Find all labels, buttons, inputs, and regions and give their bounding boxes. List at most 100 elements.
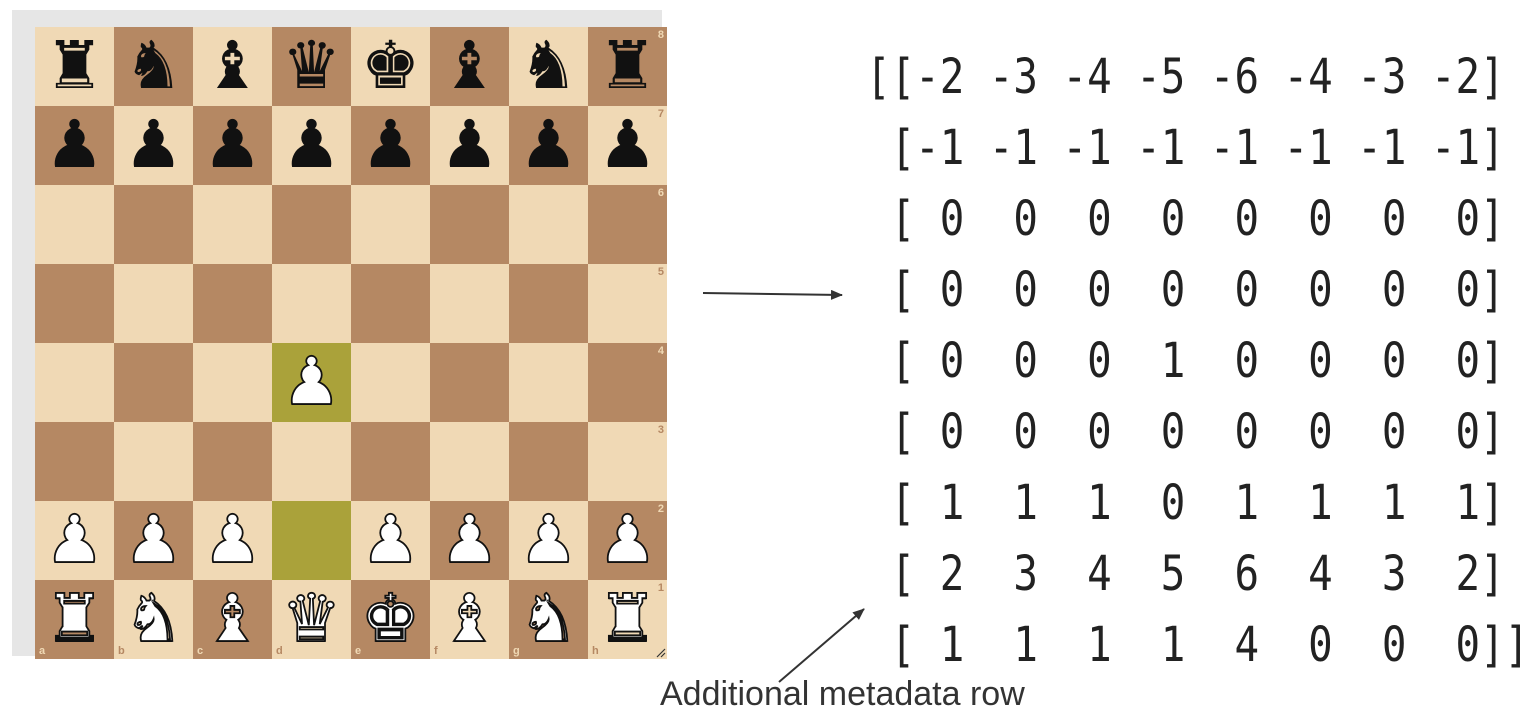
square-b1: ♞b bbox=[114, 580, 193, 659]
black-pawn-icon: ♟ bbox=[597, 105, 658, 183]
black-pawn-icon: ♟ bbox=[518, 105, 579, 183]
white-rook-icon: ♜ bbox=[597, 579, 658, 657]
square-d2 bbox=[272, 501, 351, 580]
white-knight-icon: ♞ bbox=[123, 579, 184, 657]
square-c8: ♝ bbox=[193, 27, 272, 106]
square-g3 bbox=[509, 422, 588, 501]
black-knight-icon: ♞ bbox=[518, 26, 579, 104]
black-pawn-icon: ♟ bbox=[360, 105, 421, 183]
file-label: e bbox=[355, 645, 362, 657]
square-c1: ♝c bbox=[193, 580, 272, 659]
matrix-row: [[-2 -3 -4 -5 -6 -4 -3 -2] bbox=[866, 49, 1505, 105]
black-knight-icon: ♞ bbox=[123, 26, 184, 104]
black-pawn-icon: ♟ bbox=[44, 105, 105, 183]
rank-label: 6 bbox=[657, 187, 664, 199]
rank-label: 4 bbox=[657, 345, 664, 357]
square-f3 bbox=[430, 422, 509, 501]
matrix-row: [ 0 0 0 0 0 0 0 0] bbox=[866, 262, 1505, 318]
square-c7: ♟ bbox=[193, 106, 272, 185]
square-a6 bbox=[35, 185, 114, 264]
black-bishop-icon: ♝ bbox=[202, 26, 263, 104]
square-a8: ♜ bbox=[35, 27, 114, 106]
white-pawn-icon: ♟ bbox=[597, 500, 658, 578]
file-label: h bbox=[592, 645, 599, 657]
square-a2: ♟ bbox=[35, 501, 114, 580]
square-b8: ♞ bbox=[114, 27, 193, 106]
square-h3: 3 bbox=[588, 422, 667, 501]
square-h6: 6 bbox=[588, 185, 667, 264]
square-e7: ♟ bbox=[351, 106, 430, 185]
white-pawn-icon: ♟ bbox=[439, 500, 500, 578]
square-g1: ♞g bbox=[509, 580, 588, 659]
matrix-row: [-1 -1 -1 -1 -1 -1 -1 -1] bbox=[866, 120, 1505, 176]
square-b5 bbox=[114, 264, 193, 343]
white-pawn-icon: ♟ bbox=[518, 500, 579, 578]
square-a3 bbox=[35, 422, 114, 501]
resize-grip-icon[interactable] bbox=[655, 647, 666, 658]
square-e1: ♚e bbox=[351, 580, 430, 659]
square-a7: ♟ bbox=[35, 106, 114, 185]
white-pawn-icon: ♟ bbox=[202, 500, 263, 578]
black-pawn-icon: ♟ bbox=[439, 105, 500, 183]
black-king-icon: ♚ bbox=[360, 26, 421, 104]
rank-label: 8 bbox=[657, 29, 664, 41]
square-c5 bbox=[193, 264, 272, 343]
board-to-matrix-arrow bbox=[702, 289, 843, 300]
square-c3 bbox=[193, 422, 272, 501]
square-h4: 4 bbox=[588, 343, 667, 422]
metadata-row-caption: Additional metadata row bbox=[660, 675, 1025, 713]
square-b7: ♟ bbox=[114, 106, 193, 185]
square-e5 bbox=[351, 264, 430, 343]
square-g7: ♟ bbox=[509, 106, 588, 185]
square-g6 bbox=[509, 185, 588, 264]
black-rook-icon: ♜ bbox=[44, 26, 105, 104]
square-h2: ♟2 bbox=[588, 501, 667, 580]
matrix-row: [ 2 3 4 5 6 4 3 2] bbox=[866, 546, 1505, 602]
board-matrix: [[-2 -3 -4 -5 -6 -4 -3 -2] [-1 -1 -1 -1 … bbox=[866, 42, 1529, 681]
square-h5: 5 bbox=[588, 264, 667, 343]
white-pawn-icon: ♟ bbox=[360, 500, 421, 578]
rank-label: 7 bbox=[657, 108, 664, 120]
square-d5 bbox=[272, 264, 351, 343]
square-d8: ♛ bbox=[272, 27, 351, 106]
black-rook-icon: ♜ bbox=[597, 26, 658, 104]
black-bishop-icon: ♝ bbox=[439, 26, 500, 104]
square-d7: ♟ bbox=[272, 106, 351, 185]
square-e4 bbox=[351, 343, 430, 422]
square-d3 bbox=[272, 422, 351, 501]
square-g5 bbox=[509, 264, 588, 343]
white-knight-icon: ♞ bbox=[518, 579, 579, 657]
square-b6 bbox=[114, 185, 193, 264]
square-f6 bbox=[430, 185, 509, 264]
square-e3 bbox=[351, 422, 430, 501]
square-a5 bbox=[35, 264, 114, 343]
square-d4: ♟ bbox=[272, 343, 351, 422]
square-c4 bbox=[193, 343, 272, 422]
square-e8: ♚ bbox=[351, 27, 430, 106]
square-f1: ♝f bbox=[430, 580, 509, 659]
matrix-row: [ 0 0 0 1 0 0 0 0] bbox=[866, 333, 1505, 389]
rank-label: 5 bbox=[657, 266, 664, 278]
square-g4 bbox=[509, 343, 588, 422]
white-pawn-icon: ♟ bbox=[44, 500, 105, 578]
square-e2: ♟ bbox=[351, 501, 430, 580]
square-g2: ♟ bbox=[509, 501, 588, 580]
file-label: d bbox=[276, 645, 283, 657]
white-bishop-icon: ♝ bbox=[439, 579, 500, 657]
square-a4 bbox=[35, 343, 114, 422]
white-pawn-icon: ♟ bbox=[123, 500, 184, 578]
square-f2: ♟ bbox=[430, 501, 509, 580]
white-king-icon: ♚ bbox=[360, 579, 421, 657]
black-pawn-icon: ♟ bbox=[123, 105, 184, 183]
square-c6 bbox=[193, 185, 272, 264]
rank-label: 2 bbox=[657, 503, 664, 515]
square-f7: ♟ bbox=[430, 106, 509, 185]
square-a1: ♜a bbox=[35, 580, 114, 659]
matrix-row: [ 1 1 1 1 4 0 0 0]] bbox=[866, 617, 1529, 673]
square-h8: ♜8 bbox=[588, 27, 667, 106]
square-f5 bbox=[430, 264, 509, 343]
square-h7: ♟7 bbox=[588, 106, 667, 185]
